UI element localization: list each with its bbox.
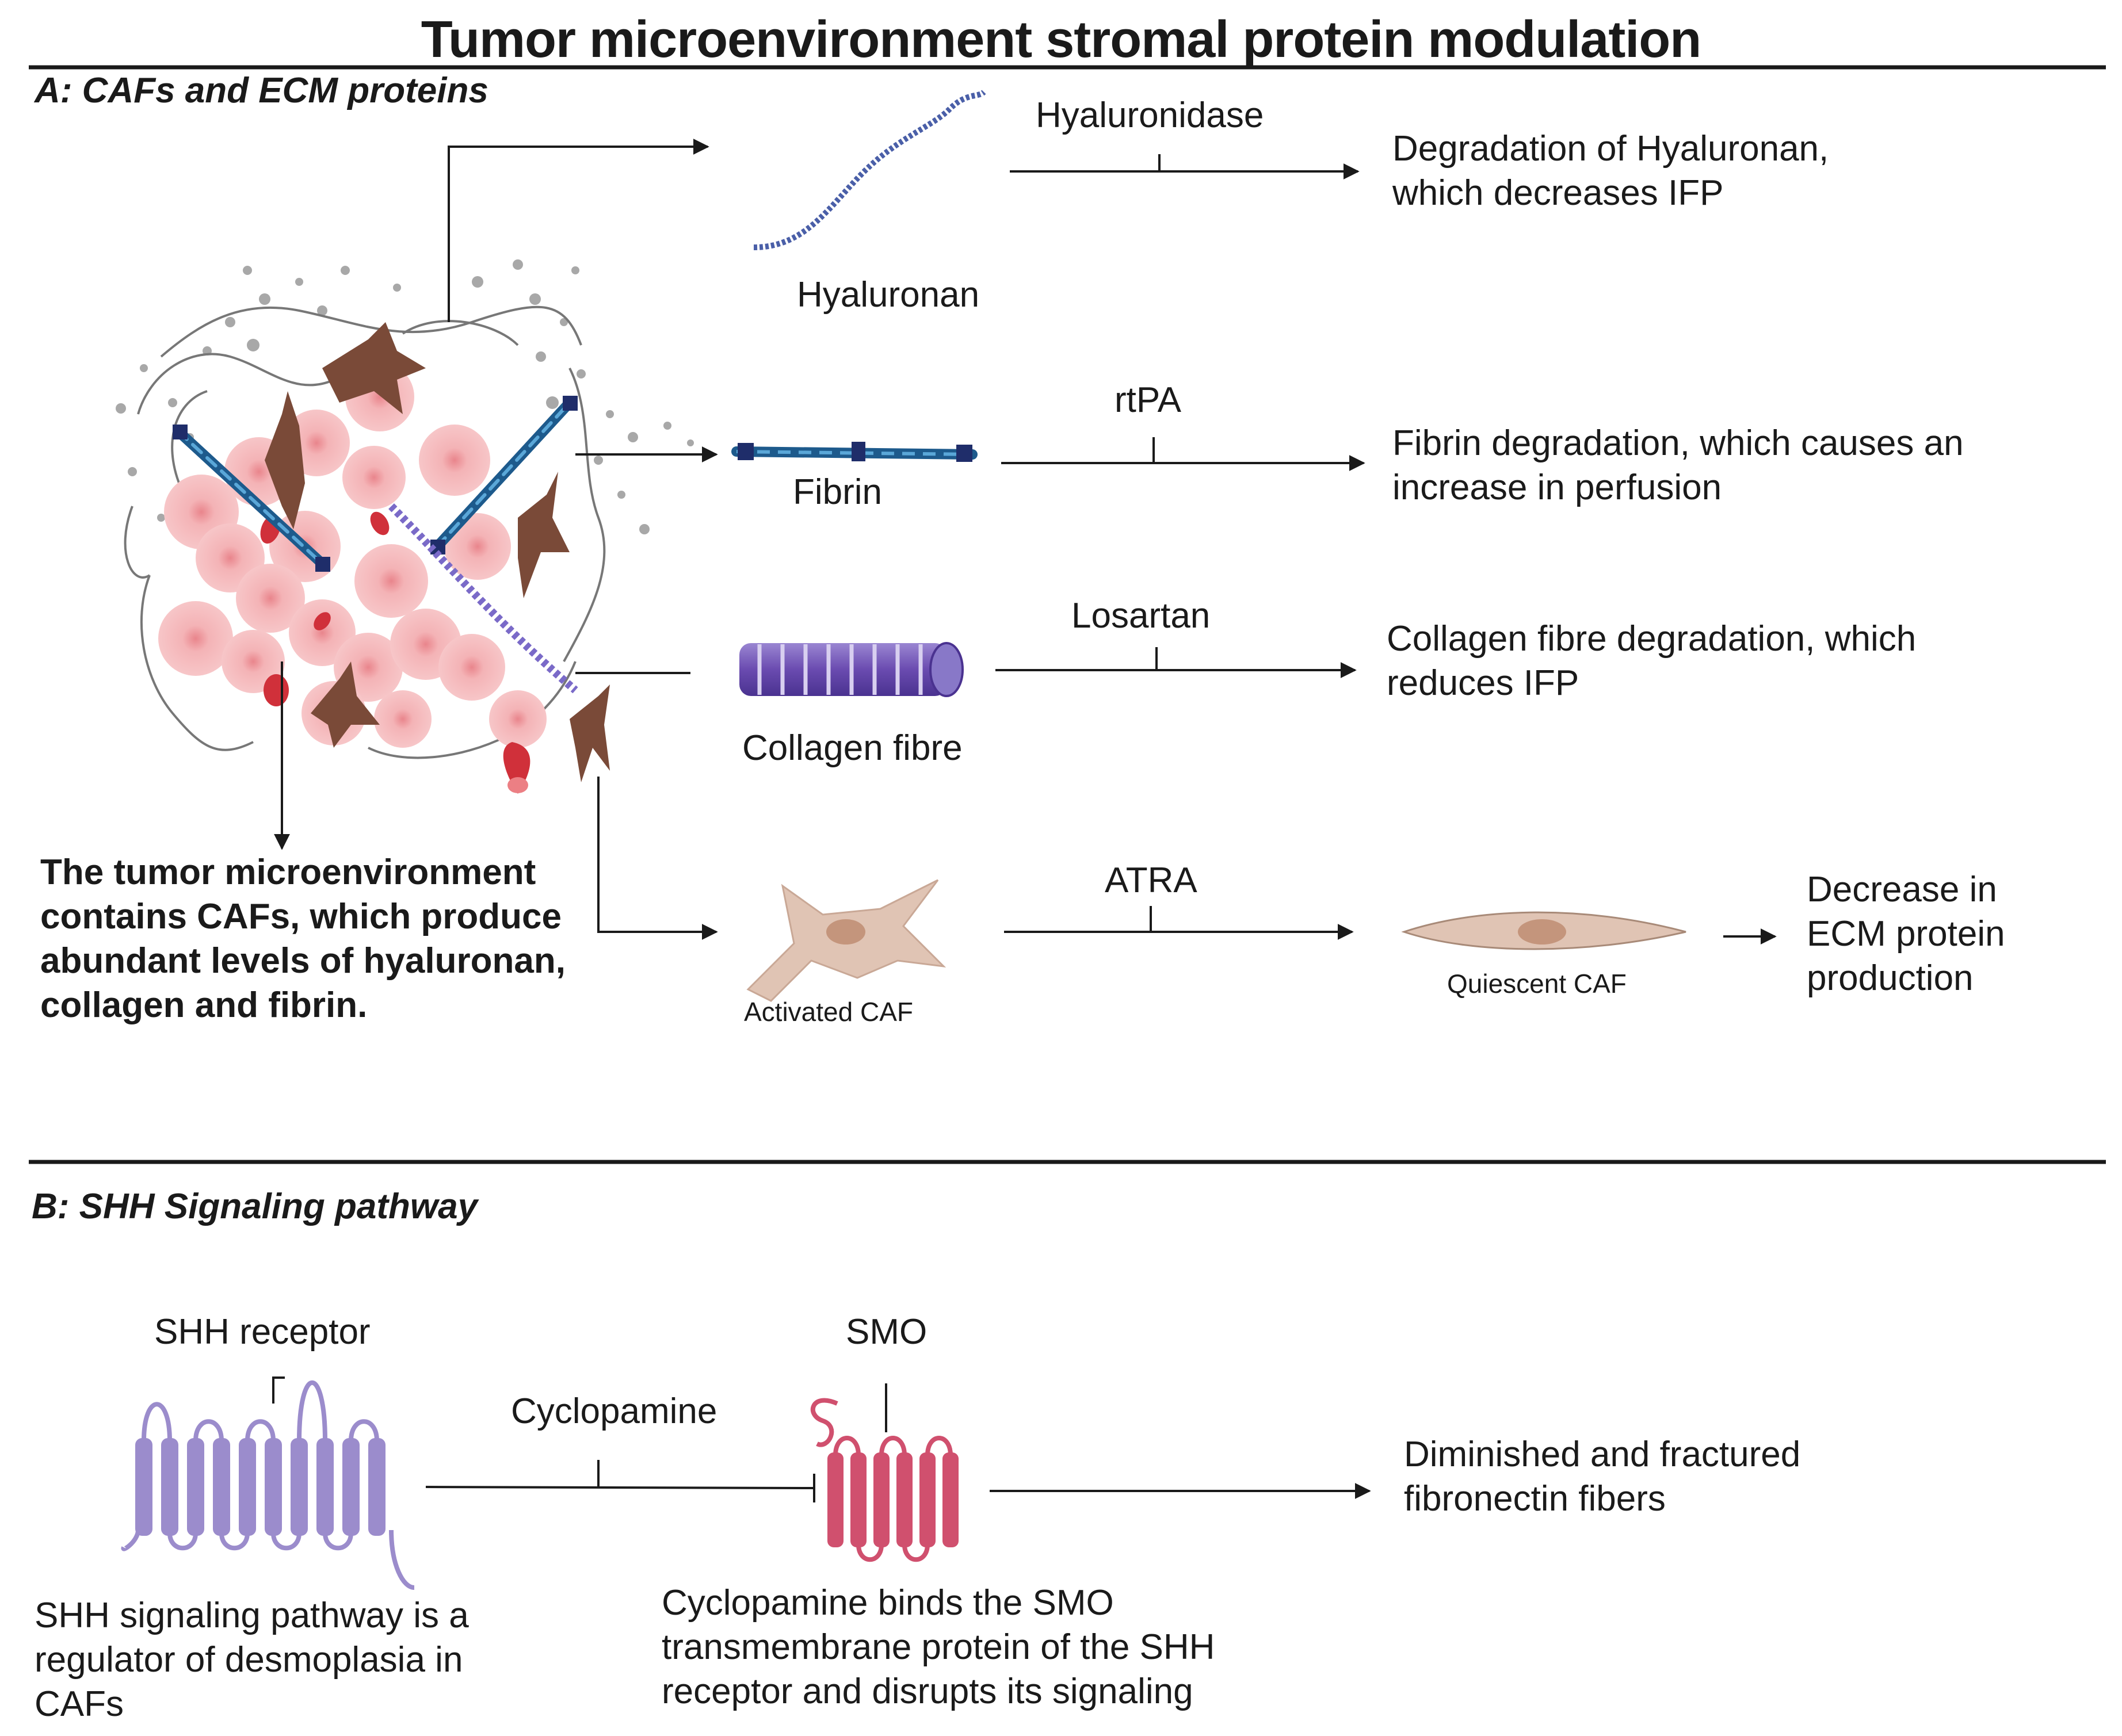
- smo-label: SMO: [846, 1312, 928, 1352]
- tumor-microenvironment-illustration: [116, 259, 694, 794]
- fibrin-fibers: [173, 396, 578, 572]
- fibrin-outcome: Fibrin degradation, which causes an incr…: [1392, 423, 1964, 507]
- section-a-arrows: [995, 154, 1777, 945]
- rtpa-label: rtPA: [1115, 380, 1181, 420]
- cyclopamine-label: Cyclopamine: [511, 1391, 717, 1431]
- quiescent-caf-label: Quiescent CAF: [1447, 969, 1627, 999]
- hyaluronan-outcome: Degradation of Hyaluronan, which decreas…: [1392, 129, 1829, 213]
- collagen-outcome: Collagen fibre degradation, which reduce…: [1387, 619, 1917, 703]
- collagen-fibre-label: Collagen fibre: [742, 728, 963, 768]
- hyaluronan-label: Hyaluronan: [797, 275, 980, 315]
- fibrin-label: Fibrin: [793, 472, 883, 512]
- activated-caf-icon: [746, 879, 946, 1002]
- caf-cells: [265, 322, 610, 782]
- stromal-fibers: [124, 305, 606, 759]
- tme-connectors: [274, 139, 718, 940]
- fibronectin-outcome: Diminished and fractured fibronectin fib…: [1404, 1435, 1801, 1519]
- caf-outcome: Decrease in ECM protein production: [1807, 870, 2005, 998]
- atra-label: ATRA: [1105, 861, 1197, 900]
- tumor-cells: [158, 362, 547, 748]
- shh-receptor-icon: [121, 1376, 415, 1590]
- collagen-fibre-icon: [739, 642, 964, 697]
- hyaluronan-particles: [116, 259, 694, 534]
- section-b-arrows: [425, 1460, 1371, 1502]
- shh-receptor-label: SHH receptor: [154, 1312, 371, 1352]
- section-a-heading: A: CAFs and ECM proteins: [35, 71, 488, 110]
- shh-receptor-description: SHH signaling pathway is a regulator of …: [35, 1596, 469, 1724]
- section-b-heading: B: SHH Signaling pathway: [32, 1187, 478, 1226]
- quiescent-caf-icon: [1401, 911, 1686, 950]
- collagen-strand: [388, 503, 578, 694]
- hyaluronan-icon: [753, 89, 986, 250]
- tme-description: The tumor microenvironment contains CAFs…: [40, 852, 566, 1025]
- smo-description: Cyclopamine binds the SMO transmembrane …: [662, 1583, 1215, 1711]
- activated-caf-label: Activated CAF: [744, 997, 913, 1027]
- smo-icon: [810, 1383, 959, 1562]
- hyaluronidase-label: Hyaluronidase: [1036, 95, 1264, 135]
- fibrin-icon: [731, 442, 978, 462]
- losartan-label: Losartan: [1071, 596, 1211, 636]
- figure-title: Tumor microenvironment stromal protein m…: [421, 11, 1702, 68]
